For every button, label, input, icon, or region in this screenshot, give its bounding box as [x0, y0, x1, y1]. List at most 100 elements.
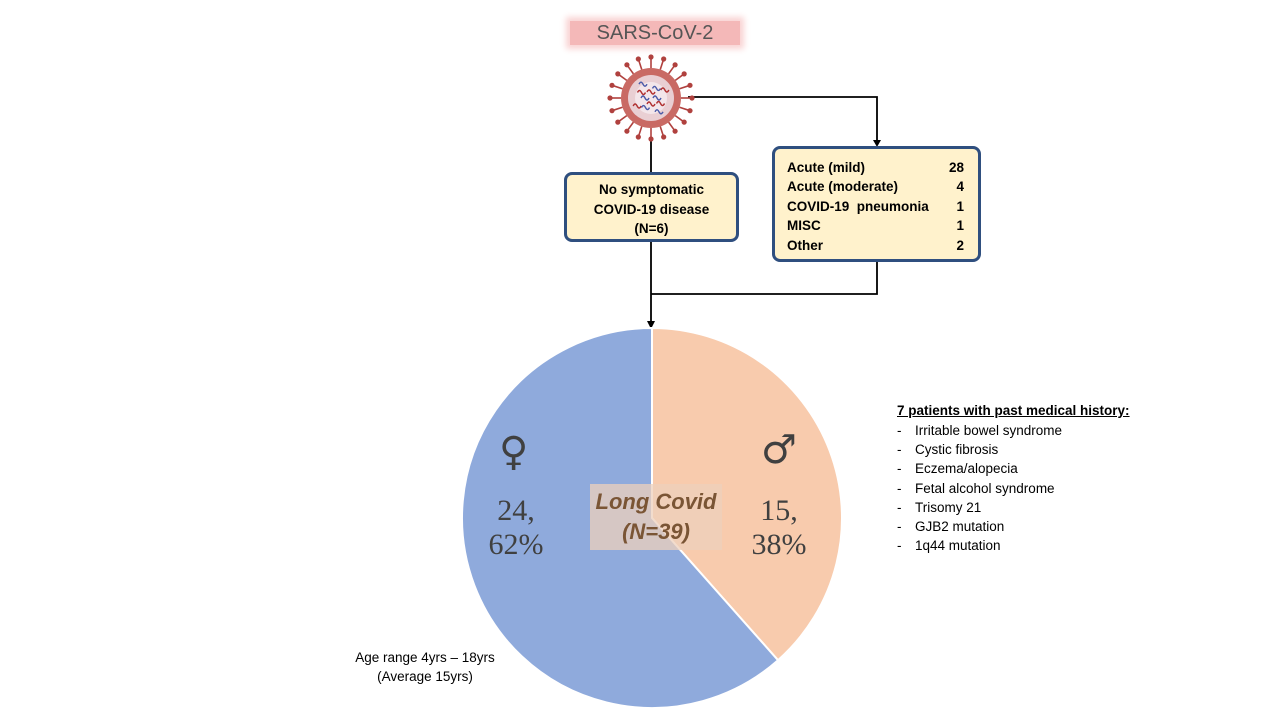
- connector-acute-to-pie: [651, 262, 878, 295]
- pmh-title: 7 patients with past medical history:: [897, 403, 1130, 418]
- pmh-item-text: 1q44 mutation: [915, 538, 1001, 554]
- pmh-item: -Trisomy 21: [897, 499, 982, 515]
- virus-spike: [627, 121, 635, 131]
- virus-rna: [638, 81, 648, 87]
- acute-row: Other 2: [787, 236, 964, 255]
- virus-spike-tip: [661, 56, 667, 62]
- virus-spike: [618, 74, 628, 82]
- pmh-item: -1q44 mutation: [897, 538, 1001, 554]
- long-covid-label: Long Covid (N=39): [590, 484, 722, 550]
- acute-row-value: 2: [956, 237, 964, 253]
- connector-lines: [650, 96, 878, 322]
- virus-spike-tip: [648, 136, 654, 142]
- pmh-item: -Cystic fibrosis: [897, 442, 999, 458]
- age-range-note: Age range 4yrs – 18yrs (Average 15yrs): [330, 648, 520, 686]
- acute-row-value: 1: [956, 218, 964, 234]
- acute-row-label: Acute (mild): [787, 160, 866, 175]
- no-symptom-line2: COVID-19 disease: [593, 201, 710, 217]
- virus-spike-tip: [648, 54, 654, 60]
- acute-row-value: 4: [956, 179, 964, 195]
- virus-spike: [667, 65, 675, 75]
- virus-spike: [659, 60, 664, 70]
- virus-spike: [638, 60, 643, 70]
- acute-row-label: MISC: [787, 218, 821, 234]
- long-covid-title: Long Covid: [595, 489, 717, 514]
- virus-spike-tip: [624, 62, 630, 68]
- arrowhead-acute: [873, 140, 881, 147]
- pmh-item: -Irritable bowel syndrome: [897, 423, 1063, 438]
- pmh-item-text: Irritable bowel syndrome: [915, 423, 1063, 438]
- pmh-item-text: GJB2 mutation: [915, 519, 1005, 535]
- virus-spike-tip: [615, 71, 621, 77]
- acute-row: MISC 1: [787, 216, 964, 235]
- virus-rna: [646, 101, 656, 107]
- virus-spike-tip: [672, 128, 678, 134]
- virus-spike-tip: [635, 56, 641, 62]
- female-slice-label: 24, 62%: [466, 494, 566, 562]
- virus-spike-tip: [687, 82, 693, 88]
- virus-rna: [651, 85, 662, 92]
- virus-spike: [613, 106, 623, 111]
- virus-rna: [654, 109, 664, 115]
- acute-row-label: Acute (moderate): [787, 179, 899, 195]
- male-count: 15,: [760, 494, 798, 527]
- no-symptom-line1: No symptomatic: [598, 182, 705, 197]
- long-covid-count: (N=39): [622, 519, 690, 544]
- pmh-item: -GJB2 mutation: [897, 519, 1005, 535]
- virus-spike-tip: [615, 119, 621, 125]
- virus-spike-tip: [687, 108, 693, 114]
- virus-spike: [618, 114, 628, 122]
- pmh-item-text: Eczema/alopecia: [915, 461, 1018, 477]
- acute-row-label: Other: [787, 237, 824, 253]
- virus-spike-tip: [607, 95, 613, 101]
- virus-spike-tip: [681, 71, 687, 77]
- virus-rna: [646, 89, 656, 95]
- acute-row: Acute (moderate) 4: [787, 177, 964, 196]
- acute-row-value: 28: [948, 160, 964, 175]
- female-count: 24,: [497, 494, 535, 527]
- virus-spike-tip: [661, 134, 667, 140]
- pmh-item: -Fetal alcohol syndrome: [897, 480, 1055, 496]
- virus-spike: [679, 85, 689, 90]
- female-percent: 62%: [488, 528, 544, 561]
- acute-row-label: COVID-19 pneumonia: [787, 198, 929, 214]
- virus-icon: [607, 54, 695, 142]
- male-slice-label: 15, 38%: [729, 494, 829, 562]
- female-symbol-icon: ♀: [499, 429, 529, 475]
- age-range-line1: Age range 4yrs – 18yrs: [355, 650, 495, 665]
- pmh-item: -Eczema/alopecia: [897, 461, 1018, 477]
- virus-spike: [674, 74, 684, 82]
- virus-rna: [636, 89, 647, 96]
- no-symptom-box: No symptomatic COVID-19 disease (N=6): [564, 172, 739, 242]
- virus-spike-tip: [689, 95, 695, 101]
- pmh-item-text: Trisomy 21: [915, 499, 982, 515]
- virus-spike: [679, 106, 689, 111]
- pmh-item-text: Cystic fibrosis: [915, 442, 999, 458]
- virus-spike: [659, 126, 664, 136]
- diagram-title: SARS-CoV-2: [570, 21, 740, 45]
- virus-rna: [640, 95, 650, 101]
- pmh-item-text: Fetal alcohol syndrome: [915, 480, 1055, 496]
- no-symptom-line3: (N=6): [634, 221, 669, 236]
- virus-spike: [667, 121, 675, 131]
- virus-spike: [627, 65, 635, 75]
- virus-spike: [613, 85, 623, 90]
- pie-slice-male: [651, 326, 843, 662]
- virus-spike-tip: [609, 82, 615, 88]
- virus-rna: [660, 87, 670, 93]
- virus-spike-tip: [624, 128, 630, 134]
- past-medical-history: 7 patients with past medical history: -I…: [897, 401, 1130, 555]
- acute-row-value: 1: [956, 198, 964, 214]
- virus-rna: [655, 100, 666, 107]
- virus-spike: [638, 126, 643, 136]
- virus-rna: [640, 104, 651, 111]
- male-symbol-icon: ♂: [761, 427, 797, 473]
- virus-rna: [632, 103, 642, 109]
- arrowhead-pie: [647, 321, 655, 329]
- virus-spike-tip: [681, 119, 687, 125]
- virus-spike-tip: [672, 62, 678, 68]
- virus-spike: [674, 114, 684, 122]
- acute-row: COVID-19 pneumonia 1: [787, 197, 964, 216]
- acute-row: Acute (mild) 28: [787, 158, 964, 177]
